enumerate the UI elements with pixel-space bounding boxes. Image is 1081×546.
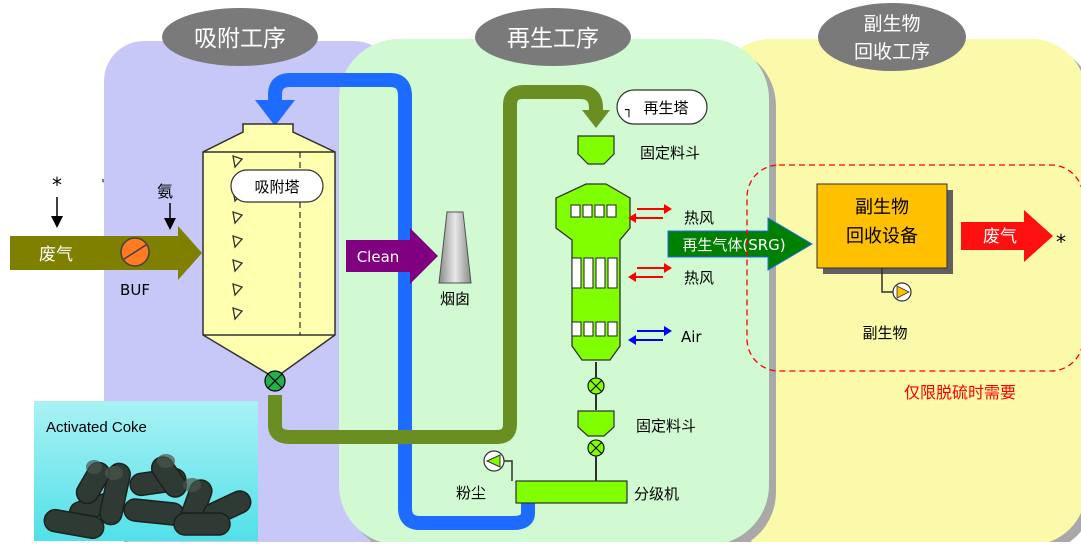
ammonia-arrowhead	[164, 218, 176, 230]
byproduct-zone-title-line2: 回收工序	[854, 41, 930, 63]
heat-exchange-tubes-upper	[570, 204, 617, 218]
regeneration-zone-pill	[475, 8, 631, 66]
activated-coke-pellets	[43, 454, 252, 540]
heat-exchange-tubes-lower	[571, 321, 618, 337]
adsorption-zone-title: 吸附工序	[194, 26, 286, 52]
classifier	[515, 480, 628, 504]
dust-label: 粉尘	[456, 484, 486, 502]
buf-label: BUF	[120, 281, 150, 299]
hot-air-label-1: 热风	[684, 209, 714, 227]
tick-mark: '	[101, 177, 104, 191]
fixed-hopper-bottom-label: 固定料斗	[636, 417, 696, 435]
olive-pipe-arrowhead	[582, 110, 610, 128]
activated-coke-photo-panel: Activated Coke	[34, 401, 258, 541]
chimney	[438, 211, 472, 284]
srg-arrow	[667, 217, 813, 271]
adsorption-tower-label: 吸附塔	[254, 178, 299, 196]
blue-conveyor-pipe	[268, 73, 535, 530]
star-left: *	[52, 173, 62, 197]
byproduct-pump-arrow	[896, 285, 910, 299]
dust-line	[504, 460, 513, 481]
regen-tower-label: 再生塔	[643, 99, 688, 117]
hot-air-arrows-1	[628, 204, 672, 223]
optional-section-boundary	[746, 164, 1081, 372]
regen-tower-prefix: ┐	[624, 103, 633, 118]
rotary-valve-cross	[267, 373, 283, 389]
flue-gas-inlet-label: 废气	[39, 245, 73, 265]
fixed-hopper-top-label: 固定料斗	[640, 144, 700, 162]
star-left-arrowhead	[51, 216, 63, 228]
regen-valve-bottom-cross	[589, 441, 603, 455]
buf-fan-blade	[123, 244, 147, 260]
waste-gas-outlet-arrow	[961, 210, 1053, 262]
activated-coke-label: Activated Coke	[46, 419, 147, 436]
byproduct-zone-title-line1: 副生物	[863, 13, 920, 35]
star-right: *	[1056, 230, 1066, 254]
waste-gas-outlet-label: 废气	[983, 227, 1017, 247]
classifier-label: 分级机	[634, 485, 679, 503]
hot-air-arrows-2	[628, 263, 672, 282]
chimney-label: 烟囱	[440, 290, 470, 308]
fixed-hopper-bottom	[577, 410, 615, 437]
byproduct-label: 副生物	[862, 324, 907, 342]
desulfurization-note: 仅限脱硫时需要	[904, 383, 1016, 402]
heat-exchange-tubes-middle	[571, 257, 618, 289]
air-label: Air	[681, 328, 702, 346]
fixed-hopper-top	[577, 135, 615, 165]
adsorption-tower	[202, 123, 336, 379]
byproduct-zone-pill	[818, 3, 966, 71]
byproduct-pump-line	[881, 268, 893, 293]
blue-pipe-arrowhead	[255, 100, 295, 126]
olive-recirculation-pipe	[268, 85, 603, 444]
adsorption-tower-callout	[230, 169, 324, 203]
equipment-label-line2: 回收设备	[846, 226, 918, 247]
ammonia-label: 氨	[157, 182, 173, 201]
byproduct-recovery-equipment	[816, 183, 948, 269]
hot-air-label-2: 热风	[684, 269, 714, 287]
air-arrows	[628, 326, 672, 345]
regen-valve-top-cross	[589, 379, 603, 393]
regeneration-zone-title: 再生工序	[507, 26, 599, 52]
srg-label: 再生气体(SRG)	[682, 236, 785, 254]
regen-tower-callout	[616, 89, 708, 125]
clean-gas-label: Clean	[357, 248, 400, 266]
flue-gas-inlet-arrow	[10, 226, 202, 280]
regeneration-zone	[339, 39, 769, 545]
equipment-label-line1: 副生物	[855, 197, 909, 218]
dust-fan-arrow	[485, 454, 501, 468]
clean-gas-arrow	[346, 228, 438, 284]
adsorption-zone-pill	[162, 8, 318, 66]
